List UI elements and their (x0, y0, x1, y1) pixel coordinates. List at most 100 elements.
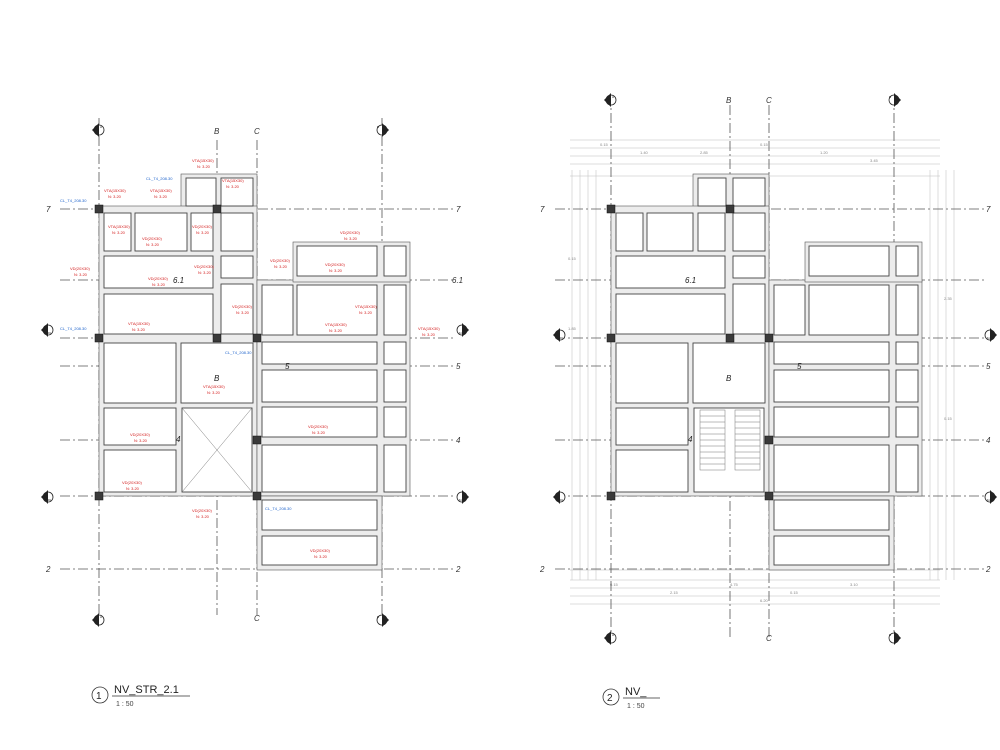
room-label: B (726, 374, 732, 383)
slab-panel (615, 293, 726, 335)
column (764, 333, 774, 343)
slab-panel (261, 341, 378, 365)
slab-panel (261, 535, 378, 566)
dim-value: 0.15 (790, 590, 799, 595)
slab-panel (773, 369, 890, 403)
dim-value: 4.75 (730, 582, 739, 587)
slab-panel (895, 245, 919, 277)
marker-level: 6.00 (45, 498, 51, 502)
marker-letter: A (100, 125, 102, 129)
slab-panel (773, 444, 890, 493)
slab-panel (261, 369, 378, 403)
slab-panel (692, 342, 766, 404)
grid-label: 2 (455, 565, 461, 574)
beam-label: VD(20X30) (148, 276, 168, 281)
marker-level: 6.00 (459, 498, 465, 502)
slab-panel (383, 406, 407, 438)
elevation-marker: A (604, 631, 617, 645)
grid-label: C (766, 96, 772, 105)
slab-panel (773, 499, 890, 531)
beam-level: N: 3.20 (274, 264, 288, 269)
dim-value: 6.20 (760, 598, 769, 603)
slab-panel (615, 342, 689, 404)
structure-2 (610, 173, 923, 571)
slab-panel (615, 255, 726, 289)
slab-panel (895, 406, 919, 438)
void-cross-line (181, 407, 253, 493)
columns-1 (94, 204, 262, 501)
grid-label: 2 (45, 565, 51, 574)
beam-label: VTA(15X30) (418, 326, 440, 331)
marker-letter: D (377, 615, 380, 619)
room-label: 5 (285, 362, 290, 371)
slab-panel (134, 212, 188, 252)
slab-panel (103, 407, 177, 446)
column (252, 435, 262, 445)
grid-label: 2 (985, 565, 991, 574)
column (764, 435, 774, 445)
grid-label: 7 (540, 205, 545, 214)
stair-well (693, 407, 765, 493)
beam-label: VD(20X30) (70, 266, 90, 271)
column (606, 204, 616, 214)
beam-level: N: 3.20 (344, 236, 358, 241)
slab-panel (615, 449, 689, 493)
marker-level: 6.00 (557, 336, 563, 340)
beam-level: N: 3.20 (359, 310, 373, 315)
grid-label: B (214, 127, 220, 136)
grid-label: 4 (986, 436, 991, 445)
marker-level: 6.00 (459, 331, 465, 335)
room-label: 4 (176, 435, 181, 444)
beam-label: VD(20X30) (142, 236, 162, 241)
column (212, 204, 222, 214)
room-label: 4 (688, 435, 693, 444)
dim-value: 2.85 (700, 150, 709, 155)
slab-panel (383, 369, 407, 403)
beam-label: VD(20X30) (340, 230, 360, 235)
elevation-marker: A (604, 93, 617, 107)
beam-level: N: 3.20 (146, 242, 160, 247)
beam-label: VD(20X30) (270, 258, 290, 263)
slab-panel (383, 444, 407, 493)
beam-label: VTA(15X30) (104, 188, 126, 193)
dim-value: 1.40 (640, 150, 649, 155)
elevation-marker: 6.00 (553, 490, 566, 504)
view-number-circle (91, 686, 109, 704)
beam-label: VD(20X30) (194, 264, 214, 269)
column (606, 333, 616, 343)
grid-label: 7 (456, 205, 461, 214)
slab-panel (261, 444, 378, 493)
stair-treads (699, 409, 761, 471)
beam-level: N: 3.20 (132, 327, 146, 332)
column (94, 204, 104, 214)
slab-panel (383, 284, 407, 336)
view-number-circle (602, 688, 620, 706)
room-label: 5 (797, 362, 802, 371)
beam-label: VD(20X30) (130, 432, 150, 437)
beam-label: VTA(15X30) (203, 384, 225, 389)
elevation-marker: D (376, 613, 389, 627)
elevation-marker: A (92, 123, 105, 137)
beam-label: VTA(15X30) (128, 321, 150, 326)
column (212, 333, 222, 343)
elevation-marker: D (888, 93, 901, 107)
view-scale: 1 : 50 (116, 701, 134, 708)
beam-label: VD(20X30) (232, 304, 252, 309)
marker-level: 6.00 (45, 331, 51, 335)
slab-panel (383, 341, 407, 365)
column (94, 491, 104, 501)
slab-panel (103, 342, 177, 404)
slab-panel (732, 283, 766, 335)
elevation-marker: D (376, 123, 389, 137)
beam-label: VD(20X30) (192, 508, 212, 513)
beam-level: N: 3.20 (197, 164, 211, 169)
beam-label: VTA(15X30) (150, 188, 172, 193)
beam-label: VTA(15X30) (222, 178, 244, 183)
view-scale: 1 : 50 (627, 703, 645, 710)
marker-level: 6.00 (987, 336, 993, 340)
slab-panel (190, 212, 214, 252)
plan-view-2: 0.15 1.40 2.85 0.15 1.20 3.45 0.15 2.15 … (539, 93, 997, 710)
slab-label: CL_T4_208.30 (146, 176, 173, 181)
beam-label: VD(20X30) (310, 548, 330, 553)
